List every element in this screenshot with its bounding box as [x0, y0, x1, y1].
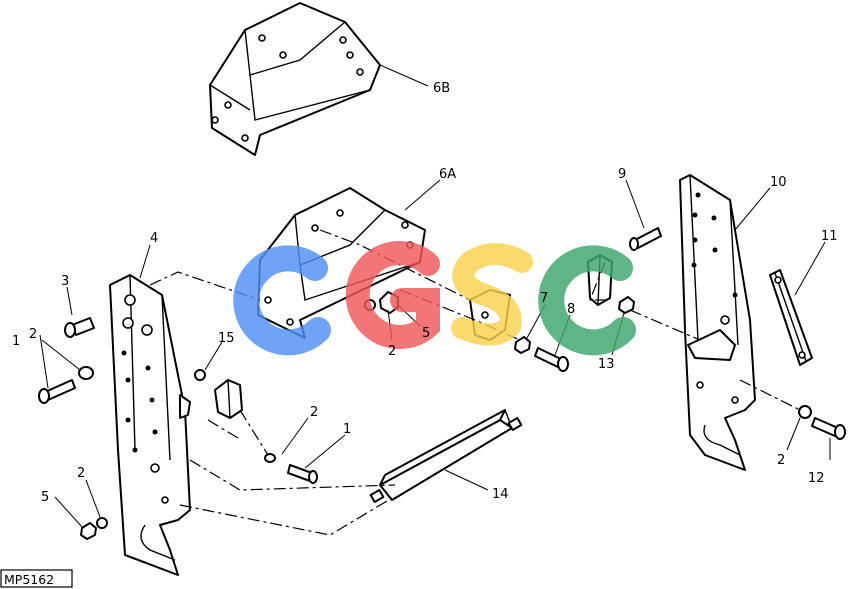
callout-10: 10: [770, 175, 787, 190]
watermark-c2: [538, 245, 636, 356]
right-plate-10: [679, 174, 756, 471]
watermark-c1: [233, 245, 331, 356]
callout-2b: 2: [310, 405, 318, 420]
callout-2e: 2: [777, 453, 785, 468]
left-plate-4: [109, 274, 191, 576]
small-bracket-15: [194, 369, 243, 439]
bolt-1-mid: [287, 464, 318, 484]
washer-2-right: [798, 405, 812, 419]
callout-3: 3: [61, 274, 69, 289]
callout-12: 12: [808, 471, 825, 486]
callout-5a: 5: [41, 490, 49, 505]
bolt-1-left: [38, 379, 76, 404]
callout-8: 8: [567, 302, 575, 317]
nut-13: [618, 296, 635, 314]
link-bar-11: [769, 269, 813, 366]
callout-7: 7: [540, 291, 548, 306]
callout-4: 4: [150, 231, 158, 246]
bolt-8: [534, 347, 569, 372]
callout-11: 11: [821, 229, 838, 244]
callout-14: 14: [492, 487, 509, 502]
bracket-6a: [257, 187, 426, 339]
bolt-9: [629, 227, 662, 251]
callout-1b: 1: [343, 422, 351, 437]
washer-2-lower: [96, 517, 108, 529]
figure-code-text: MP5162: [4, 572, 54, 587]
washer-2-mid: [264, 453, 276, 463]
bolt-12: [811, 417, 846, 440]
watermark-cgsc: [233, 241, 636, 356]
callout-15: 15: [218, 331, 235, 346]
watermark-s: [451, 243, 533, 346]
callout-labels: 6B 6A 4 3 2 1 15 2 1 2 5 2 5 7 8 9 10 11…: [12, 81, 838, 505]
nut-7: [514, 336, 531, 354]
callout-13: 13: [598, 357, 615, 372]
callout-5b: 5: [422, 326, 430, 341]
callout-2d: 2: [388, 344, 396, 359]
washer-2-left: [78, 366, 94, 380]
callout-9: 9: [618, 167, 626, 182]
watermark-g: [345, 241, 440, 349]
bar-14: [369, 409, 523, 503]
callout-2a: 2: [29, 327, 37, 342]
callout-1a: 1: [12, 334, 20, 349]
callout-6b: 6B: [433, 81, 450, 96]
figure-code: MP5162: [0, 569, 73, 588]
callout-2c: 2: [77, 466, 85, 481]
callout-6a: 6A: [439, 167, 456, 182]
bracket-6b: [209, 2, 381, 156]
bolt-3: [64, 317, 95, 338]
nut-5-lower: [80, 522, 97, 540]
